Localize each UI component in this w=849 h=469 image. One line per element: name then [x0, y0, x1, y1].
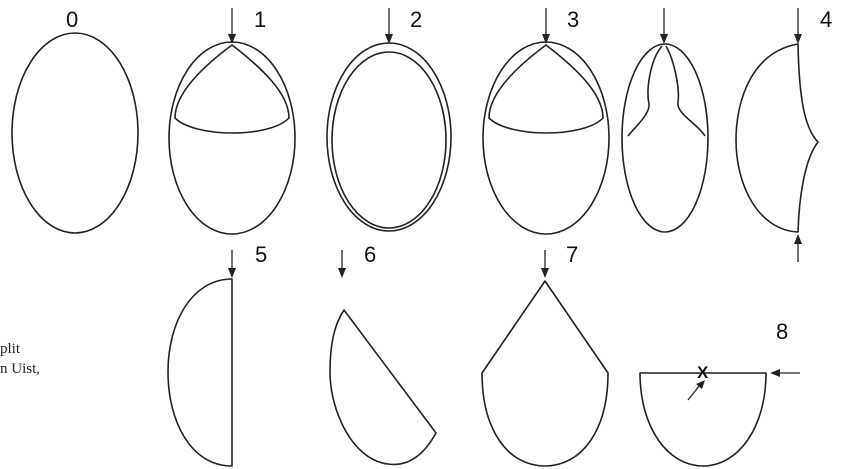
- stage-1: 1: [169, 7, 295, 234]
- stage-8: 8 X: [640, 319, 800, 466]
- stage-label: 8: [776, 319, 788, 344]
- blow-arrow: [541, 250, 549, 278]
- blow-arrow: [385, 8, 393, 44]
- stage-label: 1: [254, 7, 266, 32]
- stage-label: 0: [66, 7, 78, 32]
- stage-label: 7: [566, 242, 578, 267]
- stage-label: 3: [567, 7, 579, 32]
- stage-6: 6: [330, 242, 436, 464]
- stage-7: 7: [482, 242, 608, 466]
- stage-5: 5: [168, 242, 267, 466]
- split-fragment: [330, 310, 436, 464]
- stage-3-side-view: [622, 8, 708, 232]
- half-nodule: [168, 279, 232, 466]
- flake-scar-right: [666, 46, 705, 136]
- stage-label: 6: [364, 242, 376, 267]
- stage-0: 0: [12, 7, 138, 233]
- platform-fragment: [640, 373, 766, 466]
- blow-arrow-top: [794, 8, 802, 44]
- nodule-outline: [327, 43, 451, 231]
- nodule-outline: [736, 44, 818, 232]
- blow-arrow-bottom: [794, 234, 802, 262]
- stage-label: 2: [410, 7, 422, 32]
- stage-label: 4: [820, 7, 832, 32]
- stage-2: 2: [327, 7, 451, 231]
- flake-scar: [175, 45, 289, 133]
- blow-arrow: [228, 250, 236, 278]
- blow-arrow: [660, 8, 668, 44]
- nodule-outline: [169, 42, 295, 234]
- nodule-outline: [622, 44, 708, 232]
- blow-arrow-side: [770, 369, 800, 377]
- stage-4: 4: [736, 7, 832, 262]
- blow-arrow: [542, 8, 550, 44]
- stage-label: 5: [255, 242, 267, 267]
- caption-fragment-2: n Uist,: [0, 361, 40, 377]
- nodule-outline: [12, 33, 138, 233]
- pointed-fragment: [482, 281, 608, 466]
- inner-outline: [332, 52, 446, 228]
- impact-point-marker: X: [697, 363, 709, 382]
- blow-arrow: [338, 250, 346, 278]
- caption-fragment-1: plit: [0, 341, 21, 357]
- flake-scar: [489, 45, 603, 133]
- impact-arrow: [688, 380, 705, 400]
- stage-3: 3: [483, 7, 609, 234]
- nodule-outline: [483, 42, 609, 234]
- blow-arrow: [228, 8, 236, 44]
- flake-scar-left: [628, 46, 662, 136]
